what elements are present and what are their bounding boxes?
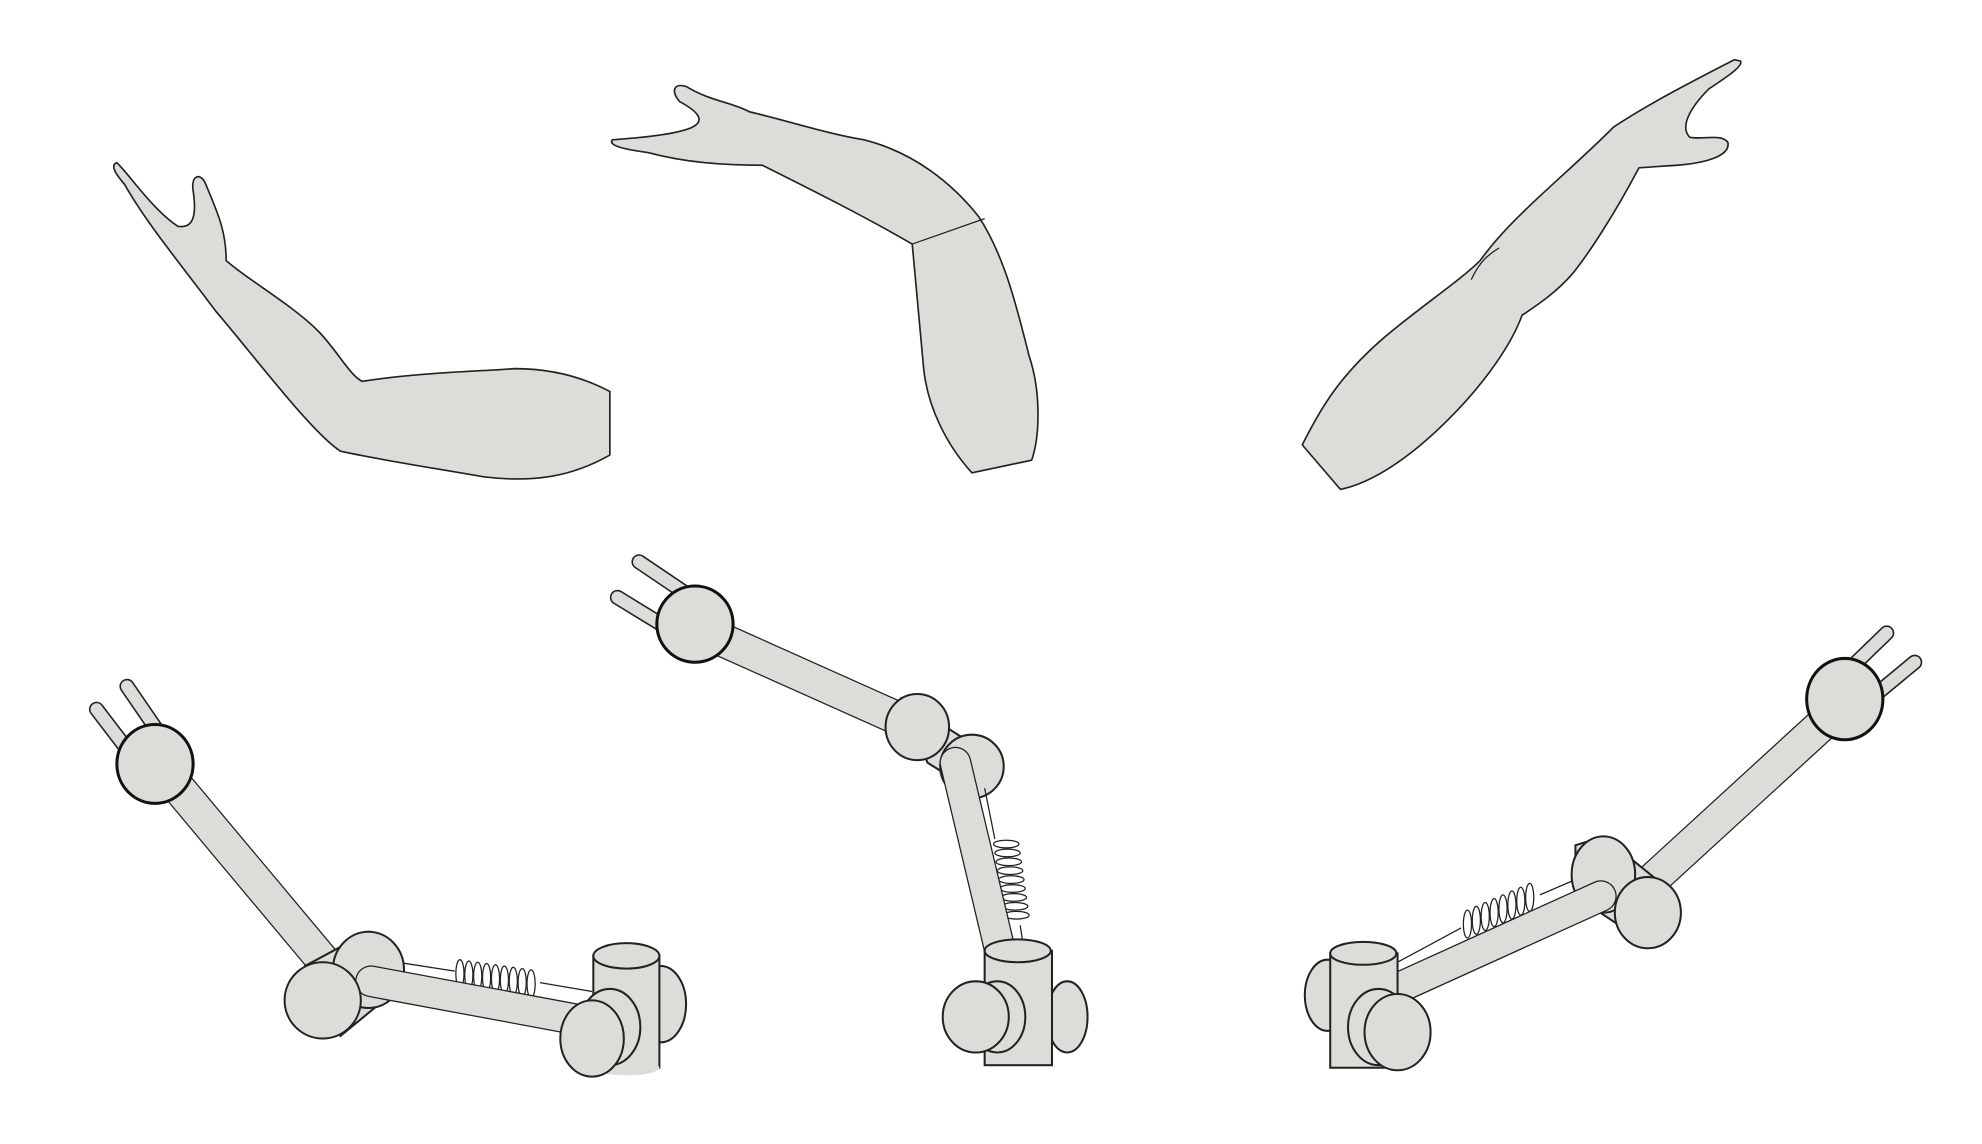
robot-arm-1: [88, 678, 688, 1078]
human-arm-3-crease: [1470, 247, 1500, 280]
elbow-joint: [884, 693, 951, 762]
wrist-joint: [655, 584, 735, 664]
robot-arm-2: [609, 554, 1089, 1067]
base-joint: [941, 938, 1089, 1067]
base-joint: [559, 942, 688, 1078]
human-arm-2-crease: [912, 218, 985, 245]
elbow-joint: [1613, 876, 1682, 950]
human-arm-2: [610, 84, 1039, 474]
elbow-joint: [283, 961, 362, 1040]
wrist-joint: [115, 723, 195, 805]
wrist-joint: [1805, 656, 1885, 742]
robot-arm-3: [1303, 625, 1923, 1072]
base-joint: [1303, 940, 1432, 1072]
human-arm-1: [112, 161, 611, 480]
human-arm-3: [1301, 58, 1742, 491]
